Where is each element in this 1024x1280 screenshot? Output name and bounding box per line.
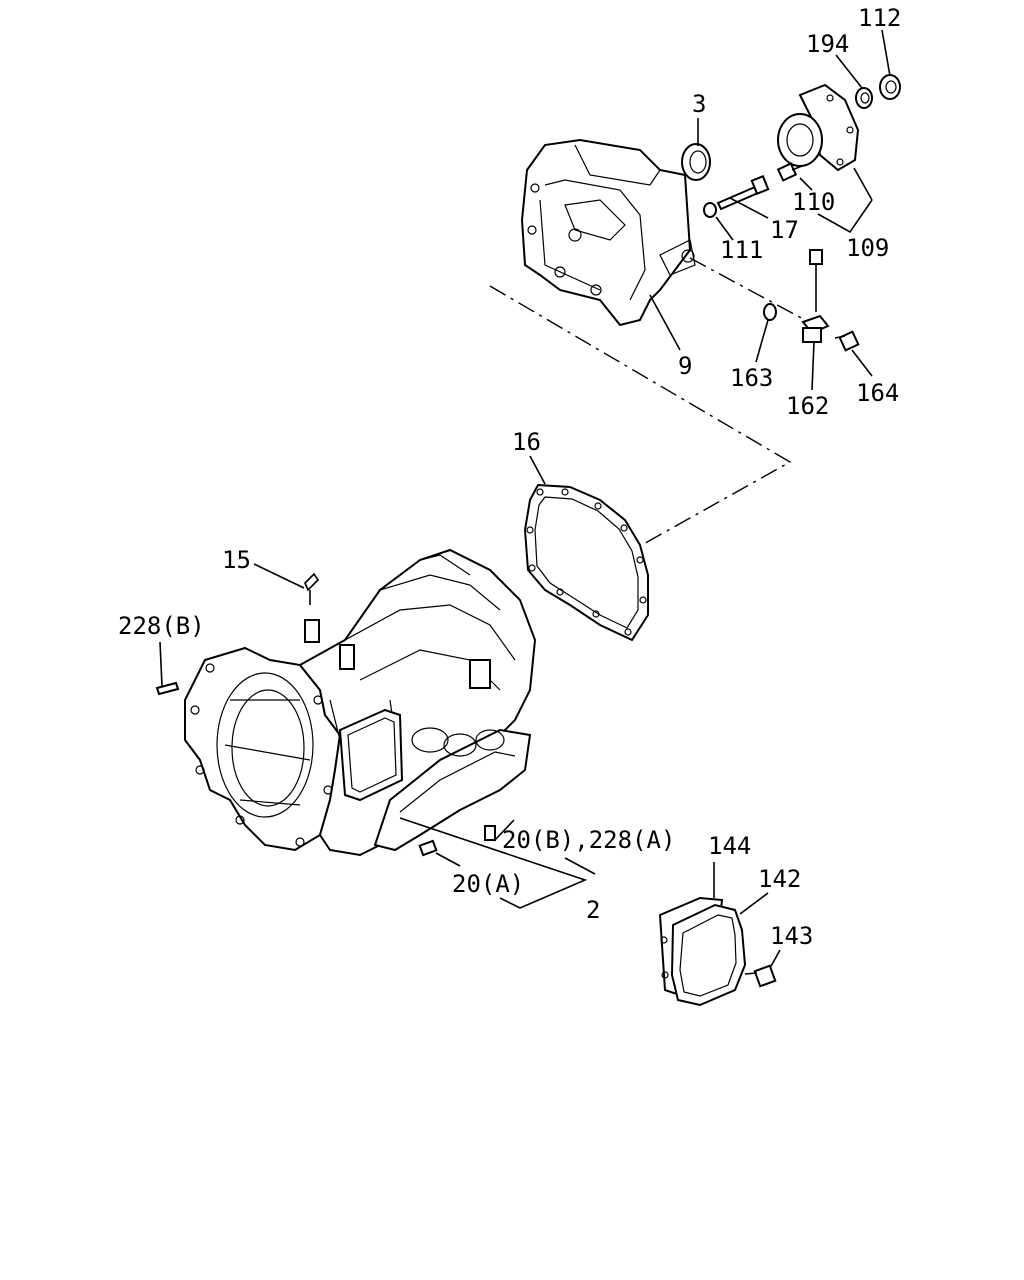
dowel-15: [304, 572, 320, 605]
side-cover-142: [670, 903, 747, 1007]
callout-228b: 228(B): [118, 612, 205, 640]
callout-194: 194: [806, 30, 849, 58]
callout-144: 144: [708, 832, 751, 860]
oil-seal-3: [681, 118, 711, 181]
bolt-164: [834, 330, 860, 352]
bolt-143: [744, 964, 777, 988]
callout-9: 9: [678, 352, 692, 380]
callout-110: 110: [792, 188, 835, 216]
callout-16: 16: [512, 428, 541, 456]
rear-extension-housing: [520, 138, 696, 327]
callout-112: 112: [858, 4, 901, 32]
callout-143: 143: [770, 922, 813, 950]
callout-111: 111: [720, 236, 763, 264]
callout-17: 17: [770, 216, 799, 244]
washer-194: [855, 87, 873, 109]
callout-142: 142: [758, 865, 801, 893]
pin-228b: [155, 681, 180, 696]
callout-109: 109: [846, 234, 889, 262]
callout-20a: 20(A): [452, 870, 524, 898]
o-ring-163: [763, 303, 777, 321]
washer-111: [703, 202, 717, 218]
callout-162: 162: [786, 392, 829, 420]
callout-163: 163: [730, 364, 773, 392]
callout-164: 164: [856, 379, 899, 407]
callout-15: 15: [222, 546, 251, 574]
speed-sensor-162: [801, 249, 830, 343]
plug-20b: [484, 825, 496, 841]
plug-20a: [418, 839, 438, 857]
nut-112: [879, 74, 901, 100]
bolt-17: [716, 174, 770, 211]
bolt-110: [776, 162, 803, 182]
transmission-case-2: [184, 548, 537, 857]
gasket-16: [523, 483, 649, 642]
output-flange: [777, 83, 860, 172]
leader-lines: [159, 29, 891, 969]
callout-2: 2: [586, 896, 600, 924]
callout-3: 3: [692, 90, 706, 118]
callout-20b-228a: 20(B),228(A): [502, 826, 675, 854]
